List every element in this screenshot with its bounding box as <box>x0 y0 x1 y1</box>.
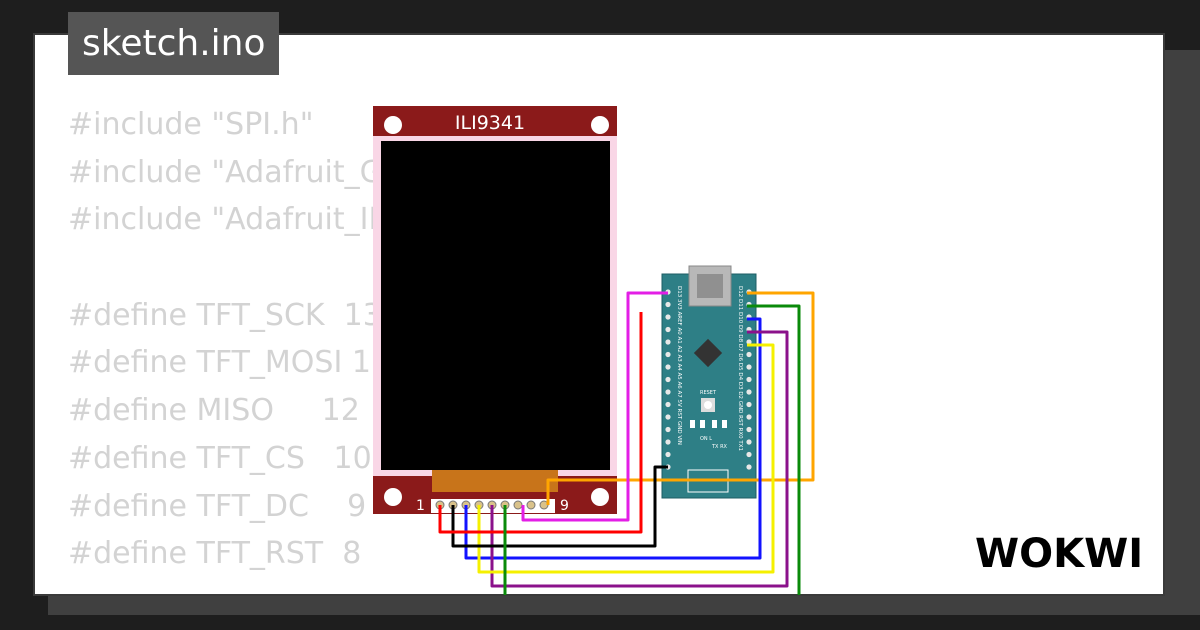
mount-hole <box>384 116 402 134</box>
file-tab[interactable]: sketch.ino <box>68 12 280 75</box>
wire-purple[interactable] <box>490 330 789 588</box>
display-screen <box>381 141 610 470</box>
right-pin-labels: D12 D11 D10 D9 D8 D7 D6 D5 D4 D3 D2 GND … <box>737 286 743 451</box>
code-line: #define TFT_MOSI 11 <box>68 345 391 381</box>
code-line: #include "SPI.h" <box>68 107 314 142</box>
board-pin <box>665 339 671 345</box>
mcu-chip <box>693 338 723 368</box>
display-title: ILI9341 <box>455 112 525 134</box>
pin-label-first: 1 <box>416 498 425 514</box>
led-tx <box>712 420 717 428</box>
reset-label: RESET <box>700 390 717 396</box>
led-label: ON L <box>700 436 712 442</box>
wire-blue[interactable] <box>464 317 762 560</box>
wires <box>438 291 815 595</box>
ili9341-display[interactable]: ILI9341 1 9 <box>373 106 617 514</box>
board-pin <box>746 401 752 408</box>
led-l <box>700 420 705 428</box>
board-pin <box>746 389 752 395</box>
code-preview: #include "SPI.h" #include "Adafruit_G #i… <box>68 101 390 578</box>
display-ribbon <box>432 466 558 492</box>
board-pin <box>746 339 752 345</box>
board-pin <box>746 376 752 383</box>
usb-port <box>697 274 723 298</box>
board-pin <box>665 426 671 433</box>
board-pin <box>746 426 752 433</box>
board-pin <box>746 414 752 420</box>
txrx-label: TX RX <box>711 444 728 450</box>
reset-button-cap <box>704 401 712 409</box>
board-pin <box>746 451 752 458</box>
left-pin-labels: D13 3V3 AREF A0 A1 A2 A3 A4 A5 A6 A7 5V … <box>676 286 682 445</box>
led-rx <box>722 420 727 428</box>
code-line: #define TFT_CS 10 <box>68 440 372 476</box>
wire-magenta[interactable] <box>521 291 668 522</box>
mount-hole <box>591 488 609 506</box>
wire-green[interactable] <box>747 304 801 595</box>
board-pin <box>665 401 671 408</box>
board-pin <box>665 376 671 383</box>
board-pin <box>665 301 671 308</box>
mount-hole <box>591 116 609 134</box>
wire-orange[interactable] <box>546 291 815 505</box>
arduino-nano-board[interactable]: RESET ON L TX RX D13 3V3 AREF A0 A1 A2 A… <box>661 265 757 499</box>
board-pin <box>746 464 752 470</box>
board-pin <box>665 451 671 458</box>
pin-label-last: 9 <box>560 498 569 514</box>
board-pin <box>665 414 671 420</box>
code-line: #define MISO 12 <box>68 393 360 429</box>
usb-connector <box>688 265 732 307</box>
code-line: #define TFT_DC 9 <box>68 488 367 524</box>
code-line: #define TFT_RST 8 <box>68 536 362 572</box>
wire-yellow[interactable] <box>477 343 775 574</box>
board-pin <box>665 439 671 445</box>
board-pin <box>665 351 671 358</box>
wokwi-logo: WOKWI <box>975 531 1143 575</box>
board-pin <box>665 314 671 320</box>
board-pin <box>746 351 752 358</box>
led-on <box>690 420 695 428</box>
code-line: #include "Adafruit_IL <box>68 202 386 238</box>
board-pin <box>746 364 752 370</box>
wire-red[interactable] <box>438 312 643 534</box>
board-pin <box>665 364 671 370</box>
board-pin <box>665 326 671 333</box>
code-line: #include "Adafruit_G <box>68 154 383 190</box>
code-line: #define TFT_SCK 13 <box>68 297 382 333</box>
board-pin <box>665 389 671 395</box>
logo-text: WOKWI <box>975 531 1143 575</box>
board-pin <box>746 439 752 445</box>
mount-hole <box>384 488 402 506</box>
board-pcb <box>661 273 757 499</box>
